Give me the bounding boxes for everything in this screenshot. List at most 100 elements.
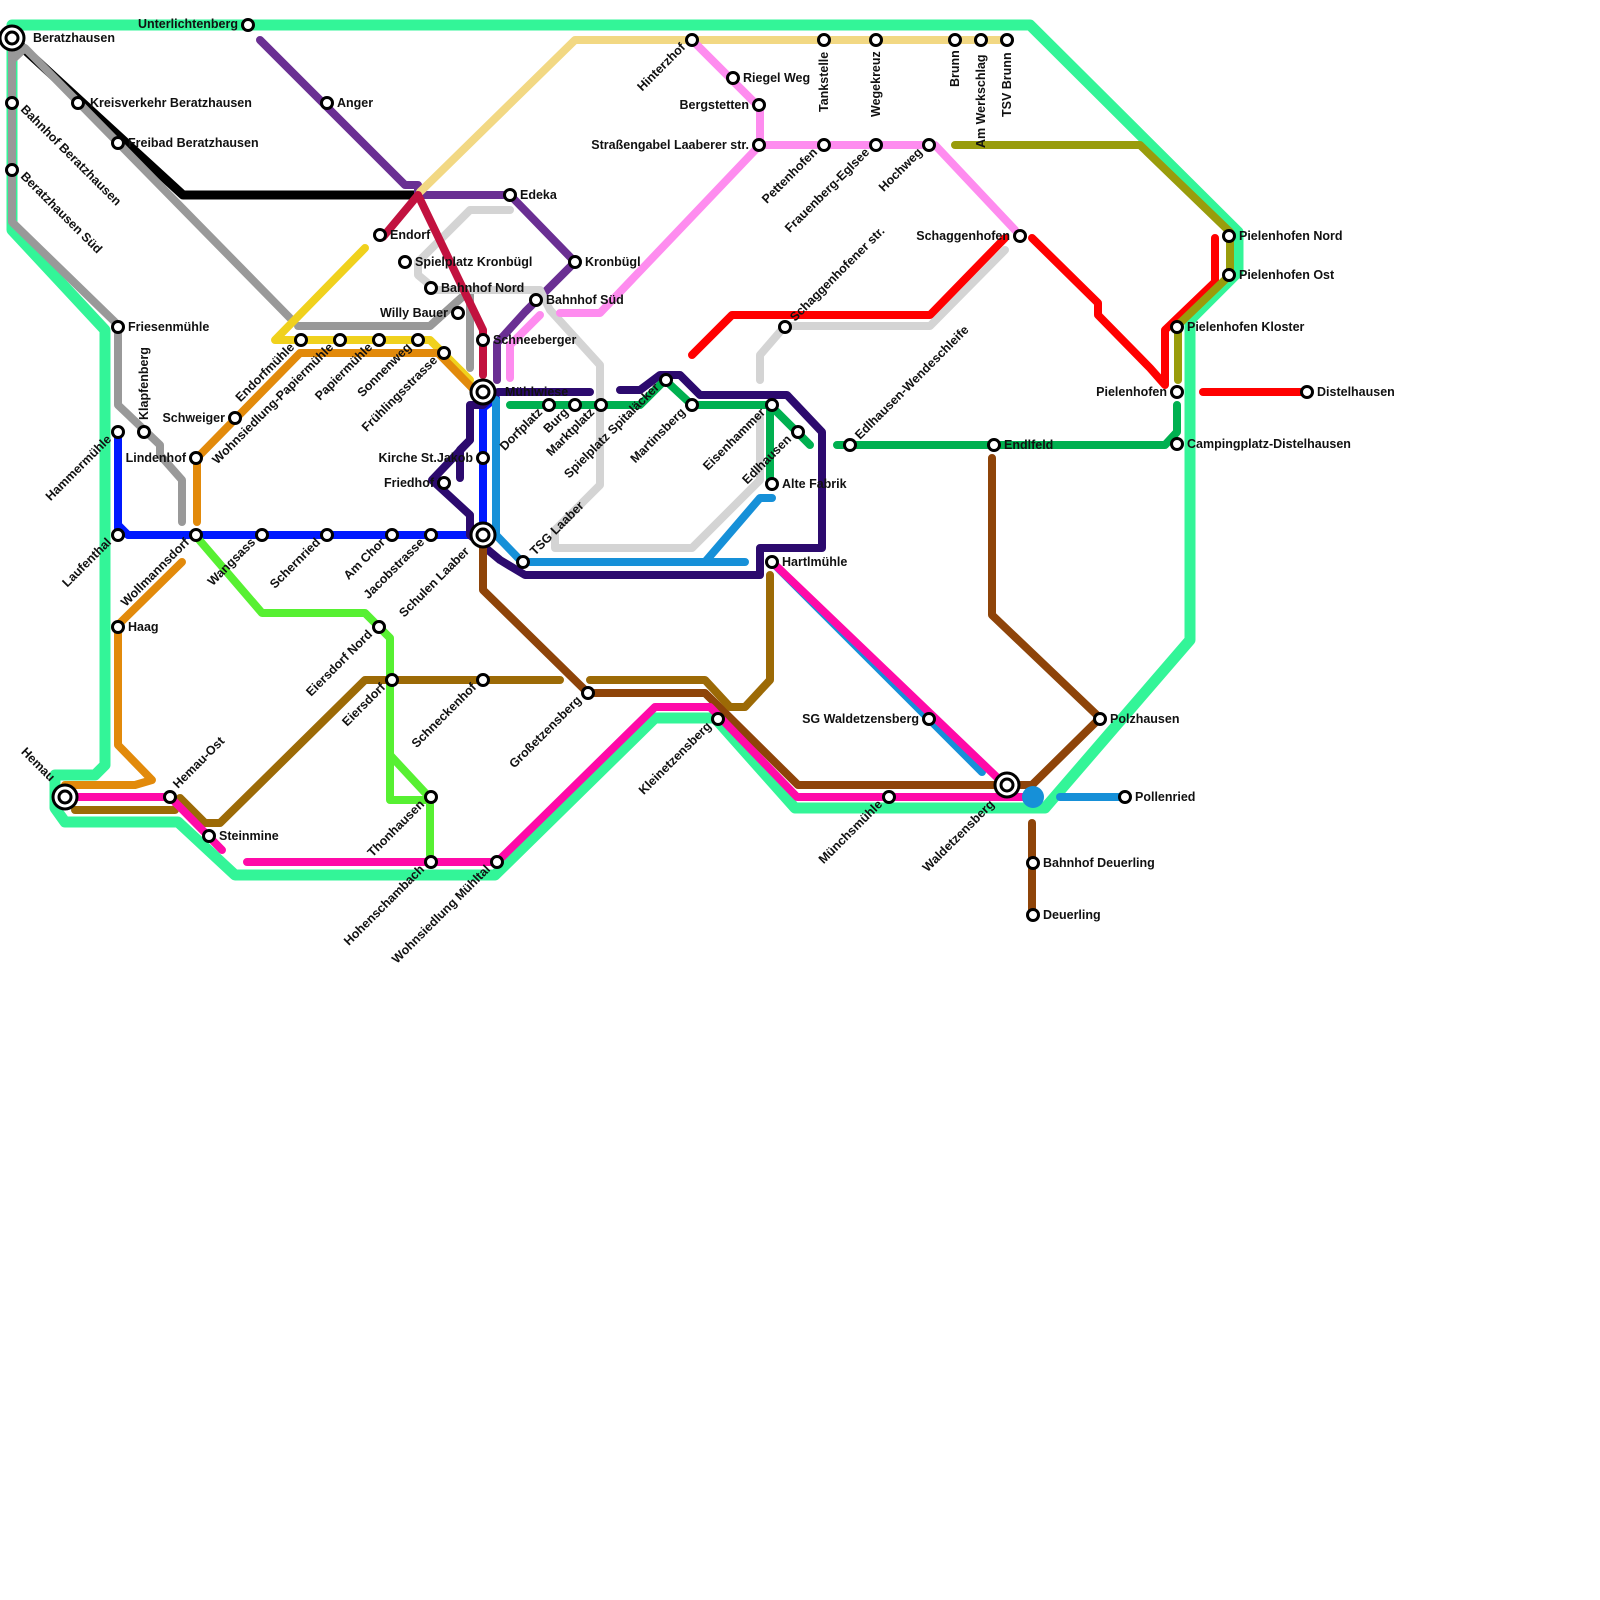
station-marker-pielenhofen-kloster[interactable] — [1172, 322, 1183, 333]
station-marker-hinterzhof[interactable] — [687, 35, 698, 46]
station-marker-freibad-beratzhausen[interactable] — [113, 138, 124, 149]
station-marker-münchsmühle[interactable] — [884, 792, 895, 803]
station-marker-pollenried[interactable] — [1120, 792, 1131, 803]
station-marker-papiermühle[interactable] — [374, 335, 385, 346]
station-marker-schneckenhof[interactable] — [478, 675, 489, 686]
station-marker-alte-fabrik[interactable] — [767, 479, 778, 490]
station-marker-endorf[interactable] — [375, 230, 386, 241]
station-marker-hochweg[interactable] — [924, 140, 935, 151]
station-label-willy-bauer: Willy Bauer — [380, 306, 448, 320]
station-marker-haag[interactable] — [113, 622, 124, 633]
station-marker-schaggenhofener-str-[interactable] — [780, 322, 791, 333]
station-marker-sonnenweg[interactable] — [413, 335, 424, 346]
station-marker-beratzhausen[interactable] — [0, 26, 24, 50]
station-marker-eiersdorf-nord[interactable] — [374, 622, 385, 633]
station-marker-hammermühle[interactable] — [113, 427, 124, 438]
station-marker-wangsass[interactable] — [257, 530, 268, 541]
station-marker-spielplatz-spitaläcker[interactable] — [661, 375, 672, 386]
station-marker-distelhausen[interactable] — [1302, 387, 1313, 398]
station-marker-martinsberg[interactable] — [687, 400, 698, 411]
station-label-edeka: Edeka — [520, 188, 558, 202]
station-marker-thonhausen[interactable] — [426, 792, 437, 803]
station-marker-edlhausen[interactable] — [793, 427, 804, 438]
station-marker-riegel-weg[interactable] — [728, 73, 739, 84]
station-marker-beratzhausen-süd[interactable] — [7, 165, 18, 176]
station-marker-sg-waldetzensberg[interactable] — [924, 714, 935, 725]
station-marker-endlfeld[interactable] — [989, 440, 1000, 451]
station-marker-friedhof[interactable] — [439, 478, 450, 489]
station-marker-am-werkschlag[interactable] — [976, 35, 987, 46]
station-marker-frauenberg-eglsee[interactable] — [871, 140, 882, 151]
station-marker-schaggenhofen[interactable] — [1015, 231, 1026, 242]
station-marker-dorfplatz[interactable] — [544, 400, 555, 411]
station-marker-campingplatz-distelhausen[interactable] — [1172, 439, 1183, 450]
station-label-pielenhofen-ost: Pielenhofen Ost — [1239, 268, 1335, 282]
station-marker-schweiger[interactable] — [230, 413, 241, 424]
station-marker-unterlichtenberg[interactable] — [243, 20, 254, 31]
station-label-großetzensberg: Großetzensberg — [506, 693, 584, 771]
station-marker-tankstelle[interactable] — [819, 35, 830, 46]
station-marker-straßengabel-laaberer-str-[interactable] — [754, 140, 765, 151]
station-marker-willy-bauer[interactable] — [453, 308, 464, 319]
station-marker-polzhausen[interactable] — [1095, 714, 1106, 725]
station-marker-edlhausen-wendeschleife[interactable] — [845, 440, 856, 451]
station-marker-friesenmühle[interactable] — [113, 322, 124, 333]
station-label-riegel-weg: Riegel Weg — [743, 71, 810, 85]
station-marker-pielenhofen-ost[interactable] — [1224, 270, 1235, 281]
station-label-schweiger: Schweiger — [162, 411, 225, 425]
station-marker-jacobstrasse[interactable] — [426, 530, 437, 541]
station-marker-deuerling[interactable] — [1028, 910, 1039, 921]
station-marker-schneeberger[interactable] — [478, 335, 489, 346]
station-marker-bahnhof-beratzhausen[interactable] — [7, 98, 18, 109]
station-marker-wohnsiedlung-papiermühle[interactable] — [335, 335, 346, 346]
station-marker-großetzensberg[interactable] — [583, 688, 594, 699]
station-marker-bahnhof-nord[interactable] — [426, 283, 437, 294]
station-marker-marktplatz[interactable] — [596, 400, 607, 411]
station-marker-schernried[interactable] — [322, 530, 333, 541]
station-marker-edeka[interactable] — [505, 190, 516, 201]
station-marker-eisenhammer[interactable] — [767, 400, 778, 411]
station-marker-steinmine[interactable] — [204, 831, 215, 842]
station-marker-endorfmühle[interactable] — [296, 335, 307, 346]
station-marker-waldetzensberg[interactable] — [995, 773, 1019, 797]
station-marker-bahnhof-süd[interactable] — [531, 295, 542, 306]
station-marker-wollmannsdorf[interactable] — [191, 530, 202, 541]
station-label-steinmine: Steinmine — [219, 829, 279, 843]
station-marker-hemau[interactable] — [53, 785, 77, 809]
station-marker-kleinetzensberg[interactable] — [713, 714, 724, 725]
station-label-pielenhofen: Pielenhofen — [1096, 385, 1167, 399]
station-marker-am-chor[interactable] — [387, 530, 398, 541]
station-marker-pielenhofen-nord[interactable] — [1224, 231, 1235, 242]
station-marker-anger[interactable] — [322, 98, 333, 109]
station-marker-bahnhof-deuerling[interactable] — [1028, 858, 1039, 869]
station-marker-burg[interactable] — [570, 400, 581, 411]
station-marker-hartlmühle[interactable] — [767, 557, 778, 568]
station-label-frühlingsstrasse: Frühlingsstrasse — [359, 353, 440, 434]
station-marker-bergstetten[interactable] — [754, 100, 765, 111]
station-marker-spielplatz-kronbügl[interactable] — [400, 257, 411, 268]
station-marker-kronbügl[interactable] — [570, 257, 581, 268]
station-label-alte-fabrik: Alte Fabrik — [782, 477, 847, 491]
station-label-pielenhofen-kloster: Pielenhofen Kloster — [1187, 320, 1305, 334]
station-marker-eiersdorf[interactable] — [387, 675, 398, 686]
station-marker-tsv-brunn[interactable] — [1002, 35, 1013, 46]
station-marker-pielenhofen[interactable] — [1172, 387, 1183, 398]
station-marker-frühlingsstrasse[interactable] — [439, 348, 450, 359]
station-marker-laufenthal[interactable] — [113, 530, 124, 541]
station-marker-wegekreuz[interactable] — [871, 35, 882, 46]
station-marker-tsg-laaber[interactable] — [518, 557, 529, 568]
station-marker-klapfenberg[interactable] — [139, 427, 150, 438]
station-marker-mühlwiese[interactable] — [471, 380, 495, 404]
station-marker-pettenhofen[interactable] — [819, 140, 830, 151]
station-marker-schulen-laaber[interactable] — [471, 523, 495, 547]
station-marker-kreisverkehr-beratzhausen[interactable] — [73, 98, 84, 109]
station-marker-brunn[interactable] — [950, 35, 961, 46]
station-marker-kirche-st-jakob[interactable] — [478, 453, 489, 464]
station-marker-lindenhof[interactable] — [191, 453, 202, 464]
station-marker-wohnsiedlung-mühltal[interactable] — [492, 857, 503, 868]
station-marker-hohenschambach[interactable] — [426, 857, 437, 868]
station-label-wegekreuz: Wegekreuz — [869, 51, 883, 117]
station-label-bahnhof-süd: Bahnhof Süd — [546, 293, 624, 307]
station-marker-hemau-ost[interactable] — [165, 792, 176, 803]
station-label-kreisverkehr-beratzhausen: Kreisverkehr Beratzhausen — [90, 96, 252, 110]
